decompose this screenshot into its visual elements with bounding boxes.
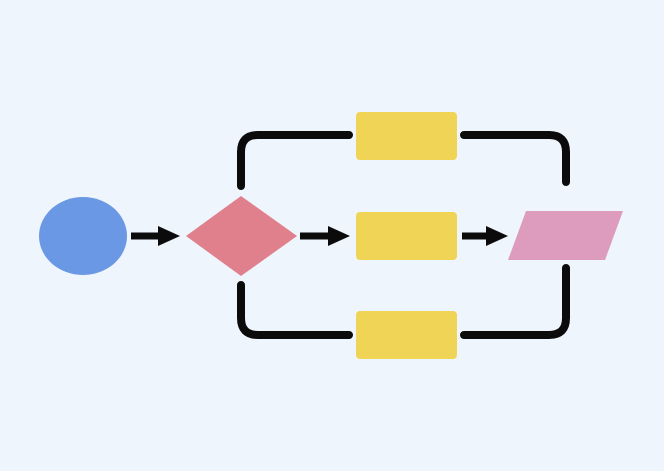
connector-bottom-process-to-output [460,264,570,339]
arrow-middle-process-to-output [462,226,508,246]
connector-decision-to-top-process [237,131,353,190]
decision-diamond [186,196,297,276]
output-parallelogram [508,211,623,260]
connector-decision-to-bottom-process [237,281,353,339]
arrow-start-to-decision [131,226,180,246]
process-box-middle [356,212,457,260]
arrow-decision-to-middle-process [300,226,350,246]
start-node-circle [39,197,127,275]
process-box-bottom [356,311,457,359]
connector-top-process-to-output [460,131,570,186]
process-box-top [356,112,457,160]
